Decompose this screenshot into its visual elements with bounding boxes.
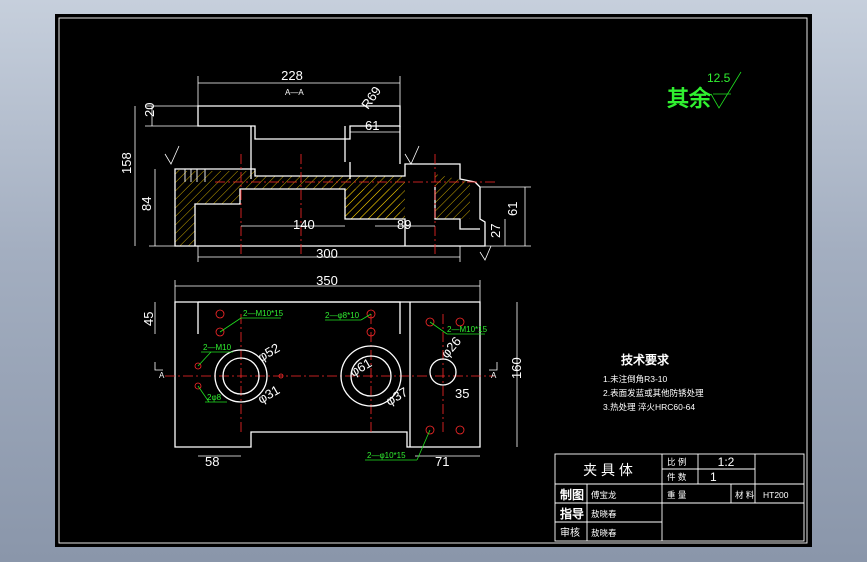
check-name: 敖晓春 [591, 528, 617, 538]
plan-inner-outline [197, 301, 411, 447]
section-mark-left: A [159, 371, 165, 380]
tech-req-line-2: 2.表面发蓝或其他防锈处理 [603, 388, 704, 398]
small-holes [184, 169, 206, 182]
note-m10x15-a: 2—M10*15 [243, 309, 284, 318]
top-plate-outline [197, 105, 401, 140]
draw-label: 制图 [560, 487, 584, 502]
tech-req-line-1: 1.未注倒角R3-10 [603, 374, 668, 384]
qty-value: 1 [710, 470, 717, 484]
dim-158: 158 [119, 152, 134, 174]
roughness-value: 12.5 [707, 71, 731, 85]
dim-phi31-a: φ31 [255, 382, 282, 406]
dim-35: 35 [455, 386, 469, 401]
guide-label: 指导 [560, 506, 584, 521]
roughness-mark-3 [479, 245, 492, 261]
dim-228: 228 [281, 68, 303, 83]
inner-cavity [194, 188, 406, 246]
qty-label: 件 数 [667, 472, 687, 482]
section-hatch [175, 169, 470, 246]
dim-140: 140 [293, 217, 315, 232]
drawing-canvas: 228 A—A 20 158 84 61 140 89 300 61 27 R6… [58, 17, 808, 544]
section-mark-right: A [491, 371, 497, 380]
dim-61-right: 61 [505, 202, 520, 216]
plan-view: 350 45 160 58 71 35 φ52 φ31 φ61 φ37 φ26 … [141, 273, 524, 469]
dim-27: 27 [488, 224, 503, 238]
view-label: A—A [285, 88, 304, 97]
guide-name: 敖晓春 [591, 509, 617, 519]
part-name: 夹 具 体 [583, 462, 633, 478]
bore-52 [214, 349, 268, 403]
title-block: 夹 具 体 比 例 1:2 件 数 1 重 量 材 料 HT200 制图 傅宝龙… [554, 453, 805, 542]
note-phi10x15: 2—φ10*15 [367, 451, 406, 460]
note-m10: 2—M10 [203, 343, 232, 352]
material-value: HT200 [763, 490, 789, 500]
check-label: 审核 [560, 526, 580, 539]
bore-61 [340, 345, 402, 407]
rest-roughness-text: 其余 [667, 86, 712, 111]
dim-45: 45 [141, 312, 156, 326]
upper-boss-outline [250, 126, 401, 179]
drawing-border [58, 17, 808, 544]
material-label: 材 料 [735, 490, 755, 500]
tech-req-title: 技术要求 [621, 352, 670, 367]
dim-300: 300 [316, 246, 338, 261]
draw-name: 傅宝龙 [591, 490, 617, 500]
section-view: 228 A—A 20 158 84 61 140 89 300 61 27 R6… [119, 68, 531, 262]
note-m10x15-b: 2—M10*15 [447, 325, 488, 334]
weight-label: 重 量 [667, 490, 687, 500]
dim-71: 71 [435, 454, 449, 469]
note-phi8x10: 2—φ8*10 [325, 311, 360, 320]
dim-phi26: φ26 [438, 334, 464, 361]
scale-value: 1:2 [718, 455, 735, 469]
dim-20: 20 [142, 103, 157, 117]
drawing-sheet: 228 A—A 20 158 84 61 140 89 300 61 27 R6… [55, 14, 812, 547]
dim-160: 160 [509, 357, 524, 379]
dim-r69: R69 [358, 84, 384, 112]
roughness-note: 其余 12.5 [667, 71, 742, 111]
roughness-mark-1 [164, 145, 180, 165]
bore-26 [429, 358, 457, 386]
dim-61-top: 61 [365, 118, 379, 133]
tech-req-line-3: 3.热处理 淬火HRC60-64 [603, 402, 695, 412]
dim-89: 89 [397, 217, 411, 232]
dim-350: 350 [316, 273, 338, 288]
lower-body-outline [174, 163, 486, 247]
tech-requirements: 技术要求 1.未注倒角R3-10 2.表面发蓝或其他防锈处理 3.热处理 淬火H… [603, 352, 704, 412]
dim-84: 84 [139, 197, 154, 211]
dim-58: 58 [205, 454, 219, 469]
plan-outline [174, 301, 481, 448]
note-phi8: 2φ8 [207, 393, 222, 402]
dim-phi52: φ52 [255, 340, 282, 364]
scale-label: 比 例 [667, 457, 686, 467]
roughness-mark-2 [404, 145, 420, 165]
section-hatch-right [345, 189, 400, 219]
